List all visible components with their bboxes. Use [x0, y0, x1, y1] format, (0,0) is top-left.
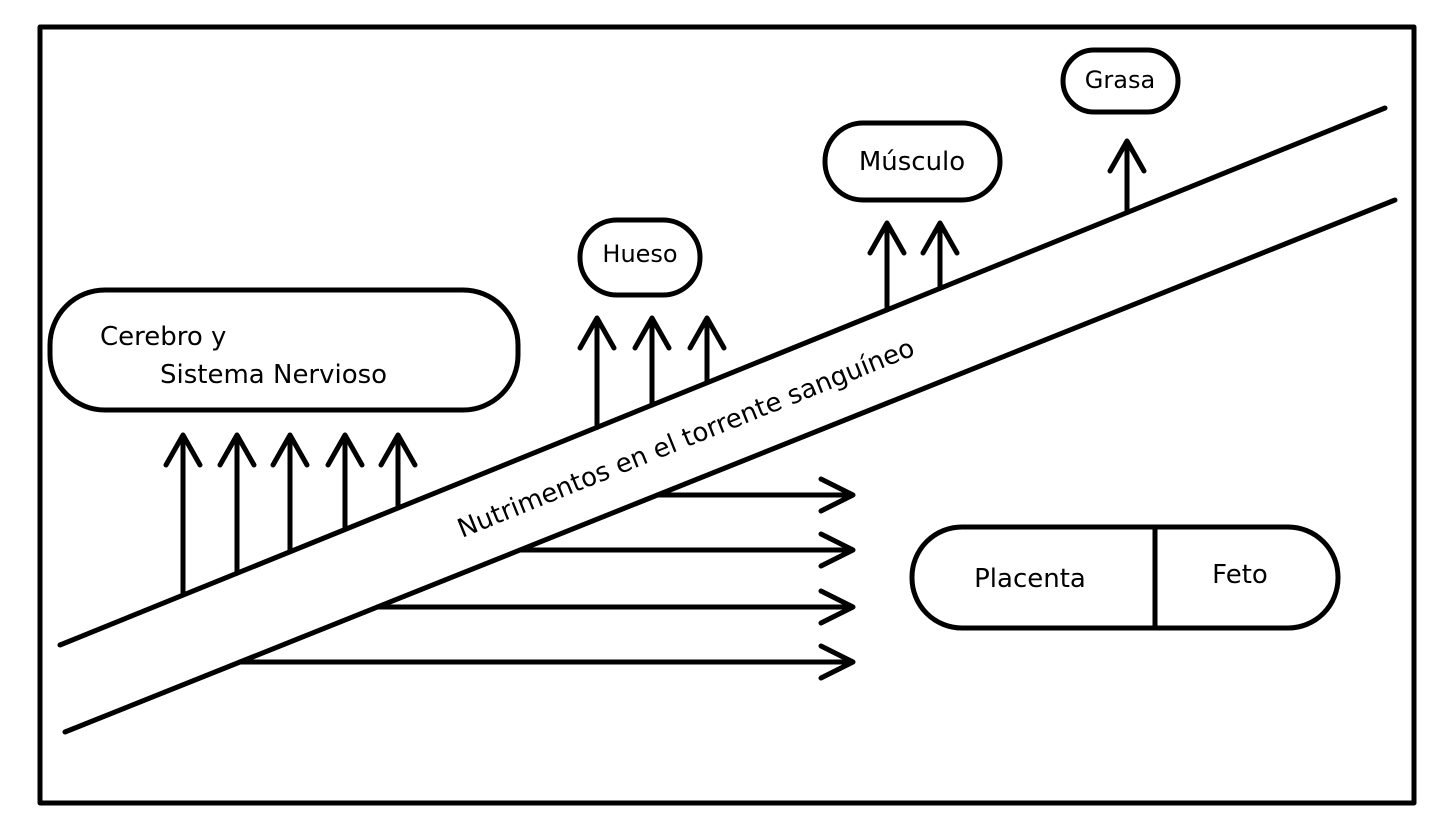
nutrient-arrows	[163, 138, 1147, 681]
bone-arrow	[577, 315, 617, 430]
placenta-fetus-box	[909, 524, 1341, 631]
placenta-arrow	[237, 643, 856, 681]
bone-arrow	[632, 315, 672, 408]
placenta-arrow	[517, 531, 856, 569]
bloodstream-lower-edge	[62, 197, 1398, 735]
brain-arrow	[325, 432, 365, 532]
frame-border	[37, 24, 1417, 806]
muscle-arrow	[867, 220, 907, 313]
muscle-box	[822, 120, 1003, 203]
bloodstream-upper-edge	[57, 105, 1388, 648]
fat-label: Grasa	[1085, 66, 1155, 94]
fat-arrow	[1107, 138, 1147, 216]
brain-arrow	[270, 432, 310, 555]
brain-arrow	[217, 432, 257, 576]
brain-label-line1: Cerebro y	[100, 322, 226, 352]
placenta-label: Placenta	[974, 564, 1086, 594]
bone-arrow	[687, 315, 727, 386]
brain-arrow	[163, 432, 203, 598]
muscle-label: Músculo	[859, 147, 965, 177]
placenta-arrow	[375, 588, 856, 626]
fetus-label: Feto	[1212, 560, 1268, 590]
bloodstream-label: Nutrimentos en el torrente sanguíneo	[453, 333, 918, 544]
brain-box	[47, 287, 521, 413]
placenta-arrow	[655, 476, 856, 514]
bone-label: Hueso	[602, 240, 677, 268]
brain-arrow	[378, 432, 418, 511]
muscle-arrow	[920, 220, 960, 291]
bone-box	[577, 217, 703, 298]
fat-box	[1060, 47, 1181, 115]
brain-label-line2: Sistema Nervioso	[160, 360, 387, 390]
